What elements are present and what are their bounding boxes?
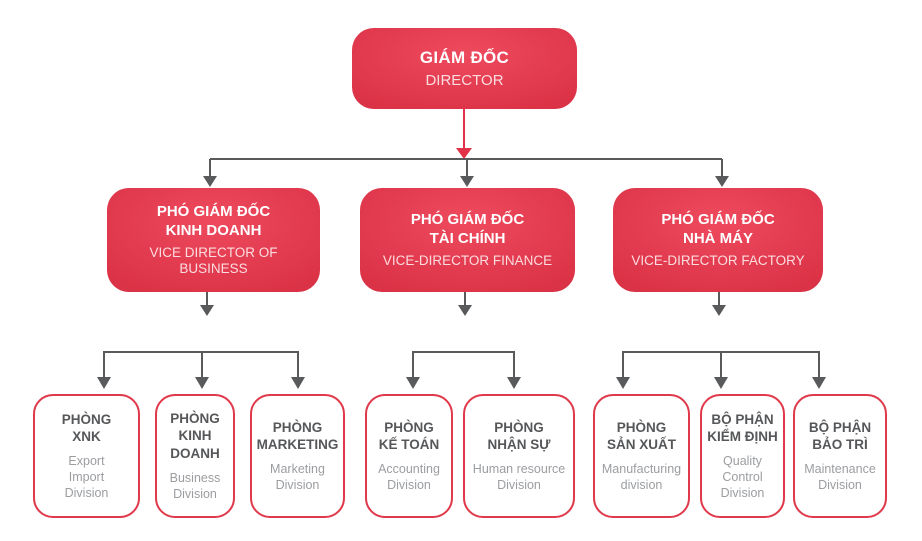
node-subtitle: Manufacturing division — [601, 461, 682, 493]
node-title: PHÓ GIÁM ĐỐC TÀI CHÍNH — [410, 211, 525, 247]
vp-out-arrows — [200, 292, 726, 316]
node-subtitle: VICE-DIRECTOR FINANCE — [382, 252, 553, 268]
node-subtitle: Quality Control Division — [720, 453, 765, 501]
node-title: PHÒNG SẢN XUẤT — [606, 419, 676, 453]
node-title: BỘ PHẬN KIỂM ĐỊNH — [707, 411, 778, 445]
node-subtitle: Human resource Division — [472, 461, 566, 493]
node-dept-human-resource: PHÒNG NHẬN SỰ Human resource Division — [463, 394, 575, 518]
node-title: PHÓ GIÁM ĐỐC KINH DOANH — [156, 203, 271, 239]
node-dept-marketing: PHÒNG MARKETING Marketing Division — [250, 394, 345, 518]
node-subtitle: Maintenance Division — [804, 461, 876, 493]
group3-bus — [616, 351, 826, 389]
node-dept-quality-control: BỘ PHẬN KIỂM ĐỊNH Quality Control Divisi… — [700, 394, 785, 518]
node-dept-manufacturing: PHÒNG SẢN XUẤT Manufacturing division — [593, 394, 690, 518]
vp-drop-arrows — [203, 159, 729, 187]
group2-bus — [406, 351, 521, 389]
node-director: GIÁM ĐỐC DIRECTOR — [352, 28, 577, 109]
node-dept-maintenance: BỘ PHẬN BẢO TRÌ Maintenance Division — [793, 394, 887, 518]
node-vice-director-factory: PHÓ GIÁM ĐỐC NHÀ MÁY VICE-DIRECTOR FACTO… — [613, 188, 823, 292]
node-vice-director-finance: PHÓ GIÁM ĐỐC TÀI CHÍNH VICE-DIRECTOR FIN… — [360, 188, 575, 292]
node-subtitle: VICE DIRECTOR OF BUSINESS — [149, 244, 278, 276]
node-title: PHÒNG KẾ TOÁN — [378, 419, 440, 453]
node-title: BỘ PHẬN BẢO TRÌ — [808, 419, 872, 453]
node-title: PHÒNG MARKETING — [256, 419, 339, 453]
node-dept-export-import: PHÒNG XNK Export Import Division — [33, 394, 140, 518]
node-subtitle: DIRECTOR — [425, 71, 504, 89]
node-subtitle: VICE-DIRECTOR FACTORY — [631, 252, 805, 268]
node-vice-director-business: PHÓ GIÁM ĐỐC KINH DOANH VICE DIRECTOR OF… — [107, 188, 320, 292]
node-subtitle: Marketing Division — [270, 461, 325, 493]
node-title: PHÓ GIÁM ĐỐC NHÀ MÁY — [661, 211, 775, 247]
node-title: PHÒNG XNK — [61, 411, 112, 445]
node-title: PHÒNG KINH DOANH — [170, 410, 220, 462]
node-dept-accounting: PHÒNG KẾ TOÁN Accounting Division — [365, 394, 453, 518]
node-title: PHÒNG NHẬN SỰ — [487, 419, 551, 453]
node-subtitle: Accounting Division — [378, 461, 440, 493]
group1-bus — [97, 351, 305, 389]
node-dept-business: PHÒNG KINH DOANH Business Division — [155, 394, 235, 518]
node-subtitle: Export Import Division — [64, 453, 109, 501]
node-subtitle: Business Division — [169, 470, 221, 501]
director-arrow — [456, 109, 472, 159]
node-title: GIÁM ĐỐC — [419, 47, 510, 67]
